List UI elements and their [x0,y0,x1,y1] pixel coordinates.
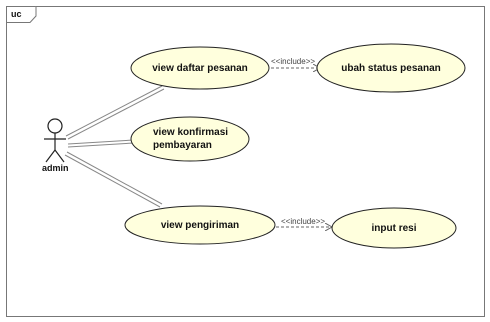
use-case-label-line2: pembayaran [153,140,212,151]
frame-tab [6,6,37,23]
actor-left-leg [45,149,56,163]
actor-right-leg [54,149,65,163]
use-case-label: view pengiriman [161,220,239,231]
use-case-ellipse [124,205,276,245]
include-label-resi: <<include>> [281,217,325,226]
use-case-view-daftar-pesanan[interactable]: view daftar pesanan [130,46,270,90]
use-case-label: ubah status pesanan [341,63,440,74]
actor-head [47,118,63,134]
association-konfirmasi-double [67,142,135,148]
use-case-ellipse [316,43,466,93]
actor-admin[interactable] [44,118,66,163]
use-case-ellipse [130,116,250,162]
use-case-ubah-status-pesanan[interactable]: ubah status pesanan [316,43,466,93]
include-label-status: <<include>> [271,57,315,66]
use-case-view-konfirmasi-pembayaran[interactable]: view konfirmasi pembayaran [130,116,250,162]
use-case-label: input resi [371,223,416,234]
use-case-label: view daftar pesanan [152,63,248,74]
association-daftar-pesanan [65,85,163,137]
use-case-input-resi[interactable]: input resi [331,207,457,249]
frame-label: uc [11,9,22,19]
use-case-ellipse [331,207,457,249]
association-konfirmasi [67,139,135,145]
association-pengiriman [66,151,163,205]
use-case-ellipse [130,46,270,90]
association-pengiriman-double [64,154,161,208]
use-case-view-pengiriman[interactable]: view pengiriman [124,205,276,245]
actor-label: admin [42,163,69,173]
use-case-label-line1: view konfirmasi [153,127,228,138]
association-daftar-pesanan-double [67,88,165,140]
